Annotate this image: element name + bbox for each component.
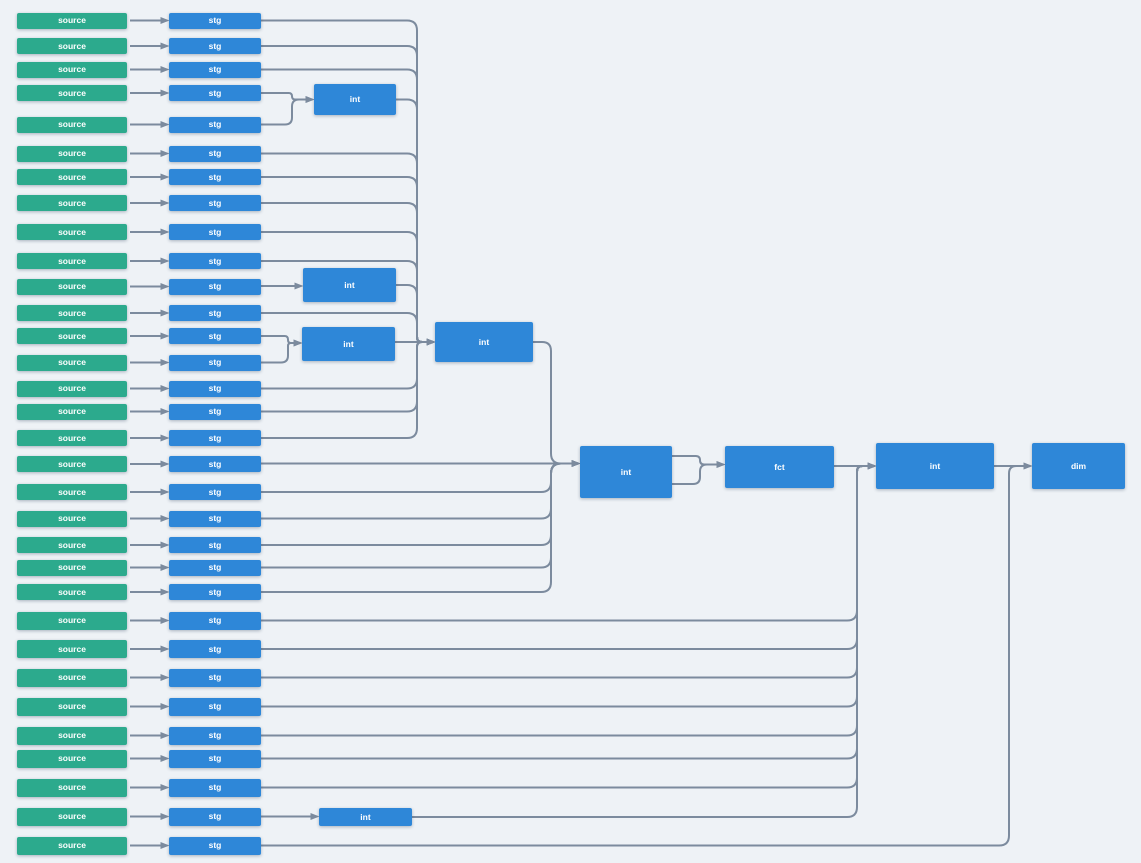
edge-int5-fct [672,455,726,468]
node-stg16[interactable]: stg [169,403,261,420]
node-source19[interactable]: source [17,484,127,500]
node-source25[interactable]: source [17,640,127,658]
node-stg13[interactable]: stg [169,328,261,344]
node-source29[interactable]: source [17,749,127,768]
node-source5[interactable]: source [17,116,127,133]
node-source4[interactable]: source [17,85,127,101]
node-source26[interactable]: source [17,668,127,687]
node-stg14[interactable]: stg [169,354,261,371]
node-source11[interactable]: source [17,278,127,295]
edge-stg19-int5 [261,460,581,493]
node-stg4[interactable]: stg [169,85,261,101]
node-stg7[interactable]: stg [169,169,261,185]
edge-stg5-int1 [261,96,315,126]
edge-stg26-int6 [261,462,877,679]
node-stg11[interactable]: stg [169,278,261,295]
node-stg22[interactable]: stg [169,559,261,576]
node-stg15[interactable]: stg [169,380,261,397]
node-dim[interactable]: dim [1032,443,1125,489]
node-int3[interactable]: int [302,327,395,361]
node-source6[interactable]: source [17,145,127,162]
node-stg28[interactable]: stg [169,726,261,745]
edge-stg32-dim [261,462,1033,847]
node-stg17[interactable]: stg [169,430,261,446]
node-stg2[interactable]: stg [169,38,261,54]
edge-stg7-int4 [261,176,436,346]
node-int5[interactable]: int [580,446,672,498]
node-source12[interactable]: source [17,305,127,321]
node-source21[interactable]: source [17,537,127,553]
node-stg30[interactable]: stg [169,778,261,797]
node-int6[interactable]: int [876,443,994,489]
node-source18[interactable]: source [17,456,127,472]
edge-int1-int4 [396,98,436,346]
edge-stg14-int3 [261,339,303,364]
node-int7[interactable]: int [319,808,412,826]
node-stg23[interactable]: stg [169,584,261,600]
node-int1[interactable]: int [314,84,396,115]
node-stg32[interactable]: stg [169,836,261,855]
node-source20[interactable]: source [17,510,127,527]
node-stg12[interactable]: stg [169,305,261,321]
node-stg19[interactable]: stg [169,484,261,500]
node-source28[interactable]: source [17,726,127,745]
node-stg25[interactable]: stg [169,640,261,658]
node-source24[interactable]: source [17,611,127,630]
node-source14[interactable]: source [17,354,127,371]
edge-stg27-int6 [261,462,877,708]
node-stg9[interactable]: stg [169,224,261,240]
node-stg27[interactable]: stg [169,697,261,716]
node-stg5[interactable]: stg [169,116,261,133]
node-source32[interactable]: source [17,836,127,855]
node-source10[interactable]: source [17,253,127,269]
node-stg3[interactable]: stg [169,61,261,78]
edge-stg28-int6 [261,462,877,737]
node-stg10[interactable]: stg [169,253,261,269]
edge-stg30-int6 [261,462,877,789]
node-source17[interactable]: source [17,430,127,446]
node-source3[interactable]: source [17,61,127,78]
edge-stg24-int6 [261,462,877,622]
edge-stg22-int5 [261,460,581,569]
edge-stg29-int6 [261,462,877,760]
edge-stg13-int3 [261,335,303,347]
edge-stg4-int1 [261,92,315,103]
node-stg18[interactable]: stg [169,456,261,472]
node-source13[interactable]: source [17,328,127,344]
node-int2[interactable]: int [303,268,396,302]
node-source2[interactable]: source [17,38,127,54]
edge-int5-fct [672,461,726,485]
node-stg31[interactable]: stg [169,807,261,826]
node-int4[interactable]: int [435,322,533,362]
node-source1[interactable]: source [17,12,127,29]
node-source8[interactable]: source [17,195,127,211]
node-source30[interactable]: source [17,778,127,797]
edge-stg23-int5 [261,460,581,593]
node-stg24[interactable]: stg [169,611,261,630]
node-fct[interactable]: fct [725,446,834,488]
node-source22[interactable]: source [17,559,127,576]
edge-stg21-int5 [261,460,581,546]
node-stg29[interactable]: stg [169,749,261,768]
node-source15[interactable]: source [17,380,127,397]
node-source27[interactable]: source [17,697,127,716]
node-stg6[interactable]: stg [169,145,261,162]
node-source7[interactable]: source [17,169,127,185]
node-source9[interactable]: source [17,224,127,240]
node-stg21[interactable]: stg [169,537,261,553]
node-source16[interactable]: source [17,403,127,420]
node-source31[interactable]: source [17,807,127,826]
node-source23[interactable]: source [17,584,127,600]
edge-stg25-int6 [261,462,877,650]
node-stg8[interactable]: stg [169,195,261,211]
edge-int4-int5 [533,341,581,467]
edge-int7-int6 [412,462,877,818]
node-stg26[interactable]: stg [169,668,261,687]
node-stg1[interactable]: stg [169,12,261,29]
node-stg20[interactable]: stg [169,510,261,527]
